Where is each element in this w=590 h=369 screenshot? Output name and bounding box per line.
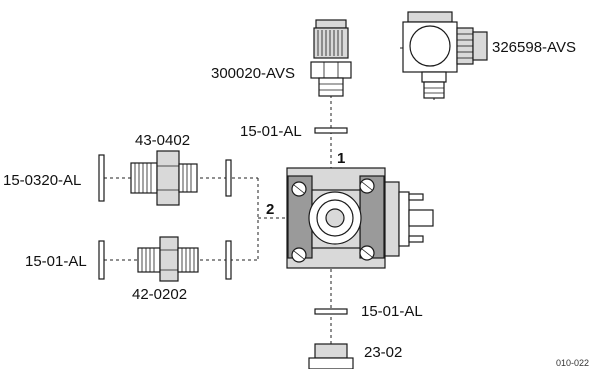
- fitting-42-0202: [137, 236, 199, 282]
- label-23-02: 23-02: [364, 344, 402, 361]
- drawing-reference: 010-022: [556, 358, 589, 368]
- fitting-326598-avs: [402, 11, 488, 99]
- label-seal-bottom: 15-01-AL: [361, 303, 423, 320]
- plug-23-02: [308, 343, 354, 369]
- label-seal-top: 15-01-AL: [240, 123, 302, 140]
- seal-bottom: [314, 308, 348, 315]
- fitting-300020-avs: [310, 19, 352, 97]
- label-42-0202: 42-0202: [132, 286, 187, 303]
- seal-top: [314, 127, 348, 134]
- fitting-43-0402: [130, 150, 198, 206]
- seal-plate-left-upper: [98, 154, 105, 202]
- label-326598-avs: 326598-AVS: [492, 39, 576, 56]
- port-label-1: 1: [337, 150, 345, 167]
- label-15-0320-al: 15-0320-AL: [3, 172, 81, 189]
- seal-plate-left-lower: [98, 240, 105, 280]
- label-43-0402: 43-0402: [135, 132, 190, 149]
- label-seal-left-lower: 15-01-AL: [25, 253, 87, 270]
- label-300020-avs: 300020-AVS: [211, 65, 295, 82]
- solenoid-valve-body: [286, 167, 434, 269]
- seal-plate-right-lower: [225, 240, 232, 280]
- seal-plate-right-upper: [225, 159, 232, 197]
- port-label-2: 2: [266, 201, 274, 218]
